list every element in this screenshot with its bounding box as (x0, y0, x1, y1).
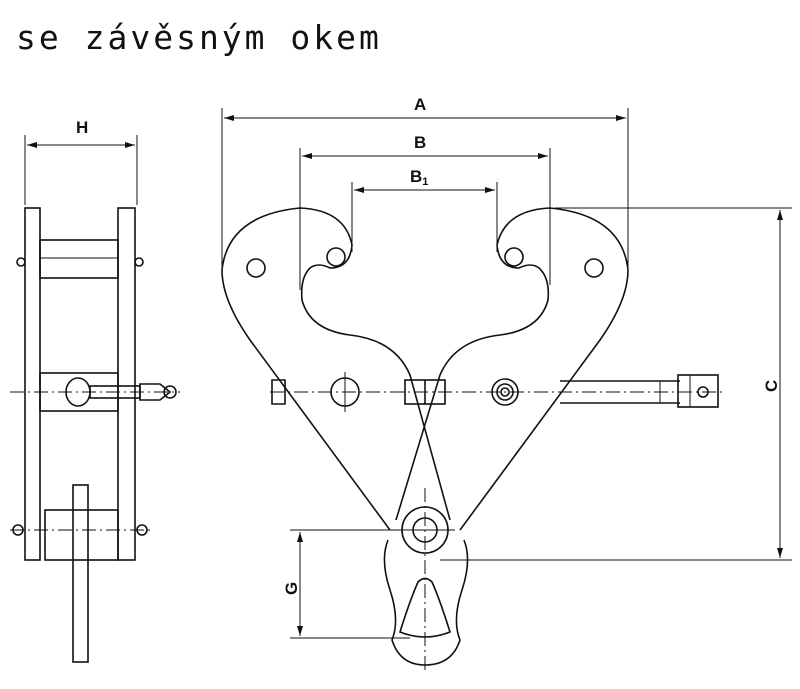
front-view (221, 207, 722, 670)
right-jaw (395, 207, 629, 531)
front-dimensions: A B B1 C G (221, 95, 792, 639)
dimension-a-label: A (414, 95, 426, 114)
dimension-b-label: B (414, 133, 426, 152)
left-jaw (221, 207, 451, 531)
dimension-c-label: C (762, 380, 781, 392)
dimension-g-label: G (282, 582, 301, 595)
drawing-title: se závěsným okem (16, 18, 382, 57)
suspension-eye (383, 539, 469, 666)
dimension-b1-label: B1 (410, 167, 428, 188)
dimension-h-label: H (76, 118, 88, 137)
side-view: H (10, 118, 180, 663)
